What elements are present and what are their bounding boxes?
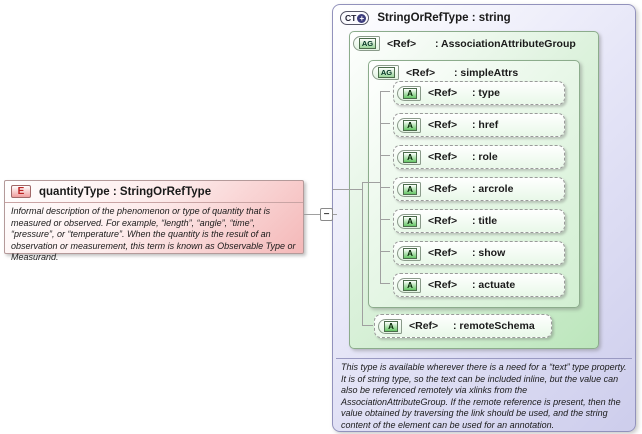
- connector-line: [381, 155, 390, 156]
- attribute-ref: <Ref>: [428, 119, 458, 131]
- attribute-capsule: A: [397, 149, 421, 165]
- connector-trunk: [380, 91, 381, 284]
- attribute-group-icon: AG: [378, 67, 395, 78]
- attribute-row-title[interactable]: A <Ref> : title: [393, 209, 565, 233]
- attribute-capsule: A: [397, 277, 421, 293]
- simple-attrs-name: : simpleAttrs: [454, 66, 519, 79]
- complex-type-icon-label: CT: [345, 13, 357, 23]
- attribute-group-box-AssociationAttributeGroup: AG <Ref> : AssociationAttributeGroup AG …: [349, 31, 599, 349]
- attribute-group-box-simpleAttrs: AG <Ref> : simpleAttrs A <Ref> : type A …: [368, 60, 580, 308]
- attribute-name: : arcrole: [472, 183, 514, 195]
- attribute-capsule: A: [397, 181, 421, 197]
- attribute-icon: A: [403, 215, 417, 227]
- complex-type-annotation: This type is available wherever there is…: [341, 362, 627, 430]
- attribute-name: : remoteSchema: [453, 320, 535, 332]
- connector-line: [368, 182, 381, 183]
- attribute-name: : type: [472, 87, 501, 99]
- attribute-icon: A: [403, 87, 417, 99]
- element-icon: E: [11, 185, 31, 198]
- attribute-ref: <Ref>: [428, 87, 458, 99]
- attribute-name: : role: [472, 151, 498, 163]
- attribute-name: : href: [472, 119, 499, 131]
- attribute-row-remoteSchema[interactable]: A <Ref> : remoteSchema: [374, 314, 552, 338]
- plus-icon: +: [357, 13, 367, 23]
- attribute-row-href[interactable]: A <Ref> : href: [393, 113, 565, 137]
- connector-line: [381, 219, 390, 220]
- attribute-capsule: A: [397, 117, 421, 133]
- collapse-toggle-icon[interactable]: −: [320, 208, 333, 221]
- attribute-icon: A: [384, 320, 398, 332]
- attribute-capsule: A: [397, 213, 421, 229]
- attribute-name: : title: [472, 215, 498, 227]
- attribute-group-icon: AG: [359, 38, 376, 49]
- attribute-icon: A: [403, 247, 417, 259]
- attribute-name: : show: [472, 247, 506, 259]
- complex-type-box-StringOrRefType: CT + StringOrRefType : string AG <Ref> :…: [332, 4, 636, 432]
- attribute-group-name: : AssociationAttributeGroup: [435, 37, 576, 50]
- connector-line: [363, 325, 373, 326]
- attribute-group-header[interactable]: AG <Ref> : AssociationAttributeGroup: [350, 32, 598, 51]
- attribute-group-capsule: AG: [353, 36, 380, 51]
- simple-attrs-ref: <Ref>: [406, 66, 436, 79]
- connector-line: [333, 189, 362, 190]
- attribute-row-actuate[interactable]: A <Ref> : actuate: [393, 273, 565, 297]
- attribute-row-show[interactable]: A <Ref> : show: [393, 241, 565, 265]
- connector-line: [381, 187, 390, 188]
- attribute-ref: <Ref>: [428, 183, 458, 195]
- attribute-icon: A: [403, 279, 417, 291]
- attribute-row-arcrole[interactable]: A <Ref> : arcrole: [393, 177, 565, 201]
- element-title: quantityType : StringOrRefType: [39, 185, 212, 198]
- connector-line: [333, 214, 337, 215]
- attribute-group-capsule: AG: [372, 65, 399, 80]
- connector-line: [381, 283, 390, 284]
- simple-attrs-header[interactable]: AG <Ref> : simpleAttrs: [369, 61, 579, 80]
- attribute-ref: <Ref>: [409, 320, 439, 332]
- attribute-capsule: A: [378, 318, 402, 334]
- element-annotation: Informal description of the phenomenon o…: [11, 206, 296, 262]
- connector-line: [381, 251, 390, 252]
- attribute-name: : actuate: [472, 279, 516, 291]
- element-header[interactable]: E quantityType : StringOrRefType: [5, 181, 303, 203]
- attribute-ref: <Ref>: [428, 215, 458, 227]
- attribute-capsule: A: [397, 245, 421, 261]
- complex-type-header[interactable]: CT + StringOrRefType : string: [340, 11, 511, 25]
- attribute-icon: A: [403, 119, 417, 131]
- attribute-icon: A: [403, 183, 417, 195]
- connector-trunk: [362, 182, 363, 326]
- attribute-capsule: A: [397, 85, 421, 101]
- attribute-icon: A: [403, 151, 417, 163]
- complex-type-icon: CT +: [340, 11, 370, 25]
- attribute-ref: <Ref>: [428, 151, 458, 163]
- complex-type-title: StringOrRefType : string: [377, 12, 511, 24]
- element-box-quantityType: E quantityType : StringOrRefType Informa…: [4, 180, 304, 262]
- connector-line: [381, 91, 390, 92]
- connector-line: [381, 123, 390, 124]
- annotation-divider: [336, 358, 632, 359]
- attribute-row-type[interactable]: A <Ref> : type: [393, 81, 565, 105]
- connector-line: [304, 214, 320, 215]
- connector-line: [363, 182, 368, 183]
- attribute-row-role[interactable]: A <Ref> : role: [393, 145, 565, 169]
- attribute-ref: <Ref>: [428, 247, 458, 259]
- attribute-group-ref: <Ref>: [387, 37, 417, 50]
- attribute-ref: <Ref>: [428, 279, 458, 291]
